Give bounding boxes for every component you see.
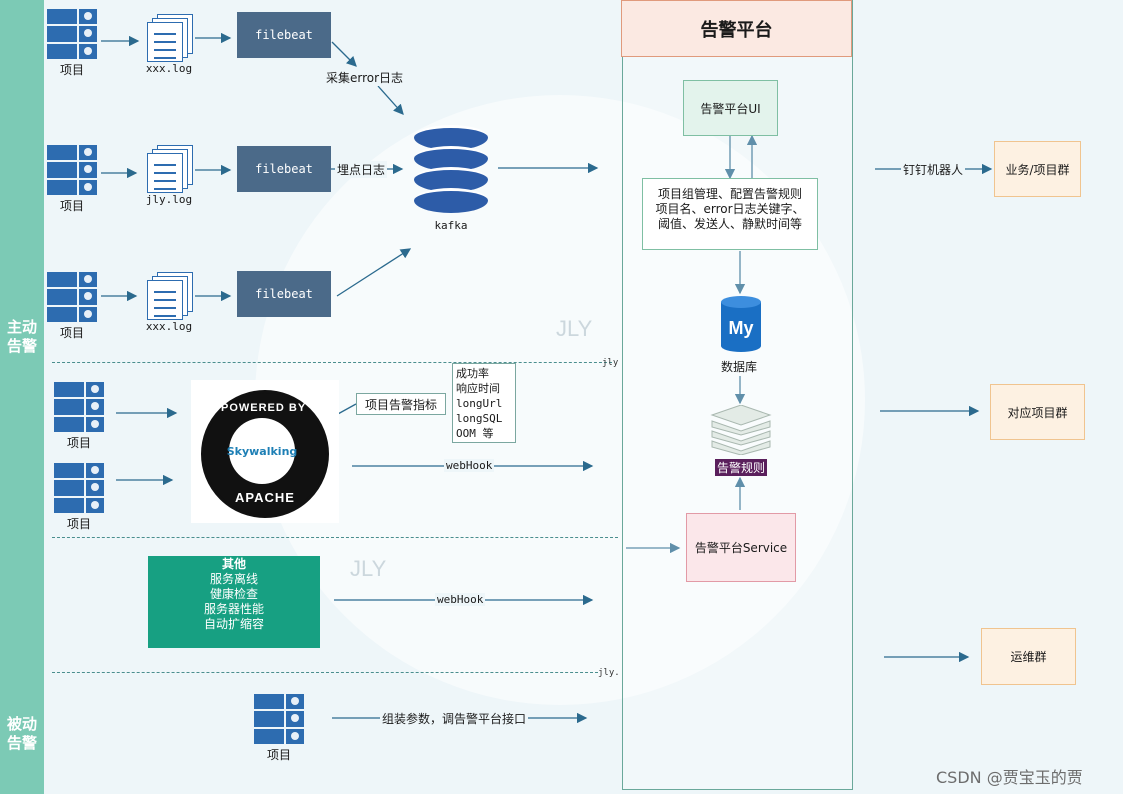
svg-text:My: My — [728, 318, 753, 338]
other-item: 服务器性能 — [203, 602, 264, 616]
divider-1 — [52, 362, 612, 363]
other-item: 服务离线 — [209, 572, 258, 586]
project-label: 项目 — [66, 517, 91, 531]
log-file-label-2: jly.log — [145, 193, 193, 206]
project-icon-2: 项目 — [42, 145, 102, 214]
log-file-label-3: xxx.log — [145, 320, 193, 333]
filebeat-box-2: filebeat — [237, 146, 331, 192]
dingtalk-robot-label: 钉钉机器人 — [901, 161, 966, 178]
business-group-box: 业务/项目群 — [994, 141, 1081, 197]
collect-error-log-label: 采集error日志 — [324, 69, 406, 86]
webhook-label-2: webHook — [435, 593, 486, 606]
alert-platform-title: 告警平台 — [621, 0, 852, 57]
log-file-icon-2: jly.log — [139, 145, 199, 206]
skywalking-logo-inner: Skywalking — [227, 418, 297, 484]
divider-tag-2: jly. — [598, 668, 620, 678]
database-label: 数据库 — [721, 360, 758, 374]
ops-group-box: 运维群 — [981, 628, 1076, 685]
project-icon-4: 项目 — [49, 382, 109, 451]
config-line: 项目名、error日志关键字、 — [655, 202, 805, 216]
csdn-watermark: CSDN @贾宝玉的贾 — [936, 768, 1083, 787]
metric-item: 成功率 — [456, 367, 489, 380]
project-icon-6: 项目 — [249, 694, 309, 763]
log-file-label-1: xxx.log — [145, 62, 193, 75]
config-line: 项目组管理、配置告警规则 — [657, 187, 802, 201]
platform-ui-box: 告警平台UI — [683, 80, 778, 136]
watermark-jly-2: JLY — [350, 556, 387, 581]
filebeat-box-3: filebeat — [237, 271, 331, 317]
divider-2 — [52, 537, 618, 538]
alert-rules-label: 告警规则 — [715, 459, 768, 476]
other-item: 健康检查 — [209, 587, 258, 601]
redis-icon — [710, 405, 772, 455]
config-box: 项目组管理、配置告警规则 项目名、error日志关键字、 阈值、发送人、静默时间… — [642, 178, 818, 250]
filebeat-box-1: filebeat — [237, 12, 331, 58]
log-file-icon-3: xxx.log — [139, 272, 199, 333]
project-label: 项目 — [59, 199, 84, 213]
metric-list-box: 成功率 响应时间 longUrl longSQL OOM 等 — [452, 363, 516, 443]
project-label: 项目 — [59, 63, 84, 77]
project-label: 项目 — [59, 326, 84, 340]
kafka-icon: kafka — [412, 125, 490, 232]
kafka-label: kafka — [434, 219, 468, 232]
metric-label-box: 项目告警指标 — [356, 393, 446, 415]
project-icon-1: 项目 — [42, 9, 102, 78]
project-group-box: 对应项目群 — [990, 384, 1085, 440]
passive-alert-label: 被动 告警 — [6, 715, 37, 752]
webhook-label-1: webHook — [444, 459, 495, 472]
skywalking-logo-bottom: APACHE — [235, 490, 295, 505]
mysql-icon: My — [721, 296, 761, 352]
metric-item: OOM 等 — [456, 427, 494, 440]
config-line: 阈值、发送人、静默时间等 — [657, 217, 802, 231]
passive-call-label: 组装参数，调告警平台接口 — [380, 710, 529, 727]
log-file-icon-1: xxx.log — [139, 14, 199, 75]
other-box: 其他 服务离线 健康检查 服务器性能 自动扩缩容 — [148, 556, 320, 648]
other-title: 其他 — [221, 557, 246, 571]
project-icon-5: 项目 — [49, 463, 109, 532]
active-alert-label: 主动 告警 — [6, 318, 37, 355]
project-label: 项目 — [66, 436, 91, 450]
other-item: 自动扩缩容 — [203, 617, 264, 631]
skywalking-logo-top: POWERED BY — [221, 402, 307, 414]
project-label: 项目 — [266, 748, 291, 762]
divider-3 — [52, 672, 598, 673]
track-log-label: 埋点日志 — [335, 161, 388, 178]
watermark-jly-1: JLY — [556, 316, 593, 341]
skywalking-logo: Skywalking POWERED BY APACHE — [191, 380, 339, 523]
metric-item: 响应时间 — [456, 382, 500, 395]
metric-item: longUrl — [456, 397, 503, 410]
divider-tag-1: jly — [602, 358, 619, 368]
project-icon-3: 项目 — [42, 272, 102, 341]
sidebar — [0, 0, 44, 794]
metric-item: longSQL — [456, 412, 503, 425]
platform-service-box: 告警平台Service — [686, 513, 796, 582]
